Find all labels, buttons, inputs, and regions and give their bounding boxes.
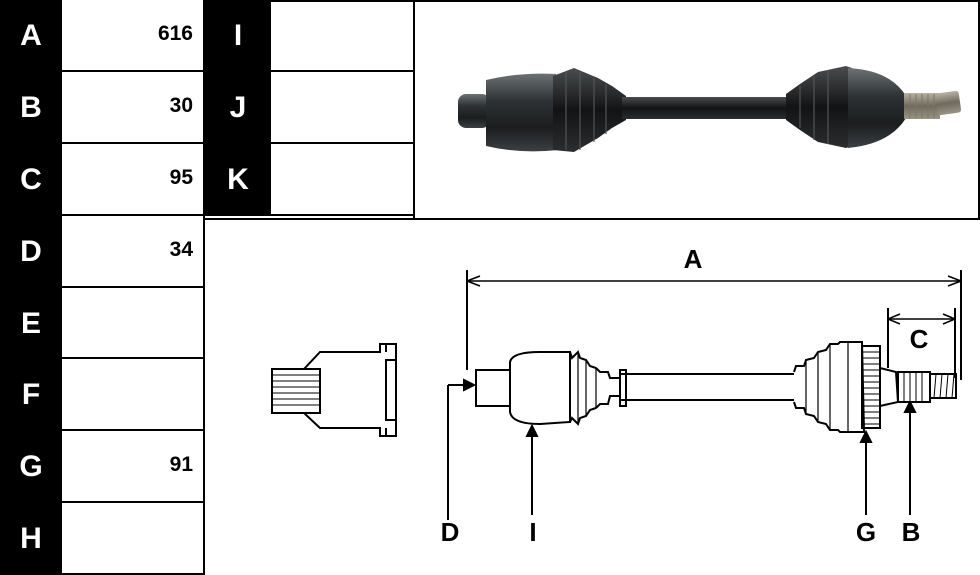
table-value-d: 34 [62, 216, 203, 288]
table-label-d: D [0, 216, 62, 288]
table-value-h [62, 503, 203, 575]
table-value-text: 95 [169, 166, 193, 189]
table-value-a: 616 [62, 0, 203, 72]
callout-d-label: D [441, 517, 460, 547]
table-label-g: G [0, 431, 62, 503]
table-label-i: I [205, 0, 271, 72]
table-label-e: E [0, 288, 62, 359]
photo-divider [413, 0, 415, 218]
callout-g-label: G [856, 517, 876, 547]
table-value-text: 616 [157, 22, 193, 45]
table-value-j [271, 72, 413, 144]
table-value-g: 91 [62, 431, 203, 503]
right-border [978, 0, 980, 218]
callout-b-label: B [902, 517, 921, 547]
dimension-c-label: C [910, 324, 929, 354]
callout-i-label: I [529, 517, 536, 547]
table-value-text: 91 [169, 453, 193, 476]
table-value-c: 95 [62, 144, 203, 216]
inner-joint-icon [271, 343, 397, 437]
top-border [203, 0, 980, 2]
table-label-k: K [205, 144, 271, 216]
table-value-b: 30 [62, 72, 203, 144]
table-label-f: F [0, 359, 62, 431]
table-value-k [271, 144, 413, 216]
table-value-f [62, 359, 203, 431]
table-value-e [62, 288, 203, 359]
photo-bottom-border [203, 218, 980, 220]
dimension-a-label: A [684, 244, 703, 274]
table-label-c: C [0, 144, 62, 216]
table-value-i [271, 0, 413, 72]
table-value-text: 30 [169, 94, 193, 117]
table-divider [203, 0, 205, 575]
table-label-b: B [0, 72, 62, 144]
table-value-text: 34 [169, 238, 193, 261]
table-label-j: J [205, 72, 271, 144]
table-label-h: H [0, 503, 62, 575]
table-label-a: A [0, 0, 62, 72]
